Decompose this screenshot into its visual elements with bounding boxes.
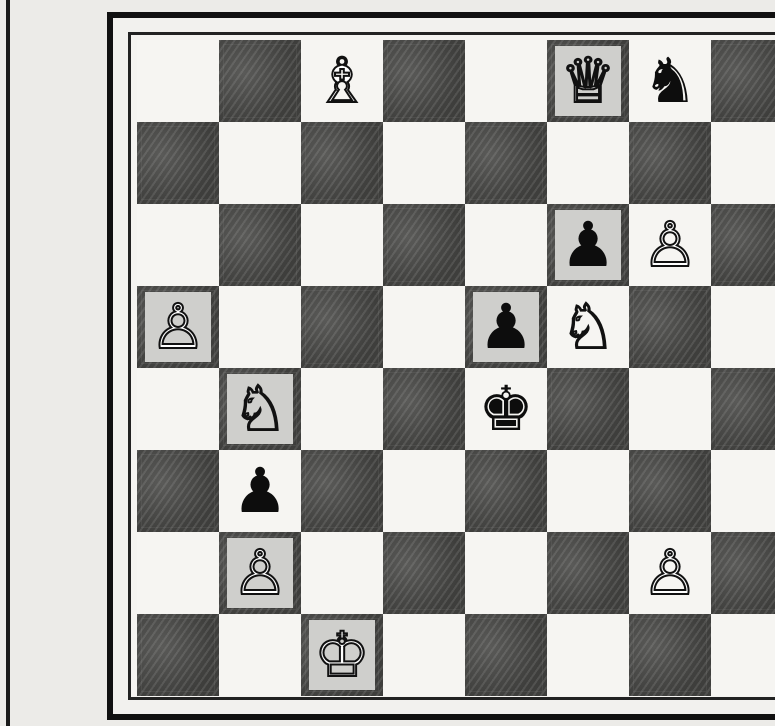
square-b6[interactable] xyxy=(219,204,301,286)
square-b8[interactable] xyxy=(219,40,301,122)
square-f1[interactable] xyxy=(547,614,629,696)
white-bishop-piece-wrap: ♗ xyxy=(314,50,370,112)
square-h3[interactable] xyxy=(711,450,775,532)
square-e5[interactable]: ♟ xyxy=(465,286,547,368)
square-g4[interactable] xyxy=(629,368,711,450)
black-knight-icon[interactable]: ♞ xyxy=(642,50,698,112)
square-e1[interactable] xyxy=(465,614,547,696)
square-d5[interactable] xyxy=(383,286,465,368)
square-h7[interactable] xyxy=(711,122,775,204)
square-h8[interactable] xyxy=(711,40,775,122)
square-h2[interactable] xyxy=(711,532,775,614)
white-pawn-icon[interactable]: ♙ xyxy=(642,542,698,604)
square-f6[interactable]: ♟ xyxy=(547,204,629,286)
black-king-icon[interactable]: ♚ xyxy=(478,378,534,440)
square-h1[interactable] xyxy=(711,614,775,696)
square-b3[interactable]: ♟ xyxy=(219,450,301,532)
square-f2[interactable] xyxy=(547,532,629,614)
square-e7[interactable] xyxy=(465,122,547,204)
square-h4[interactable] xyxy=(711,368,775,450)
black-knight-piece-wrap: ♞ xyxy=(642,50,698,112)
page-edge-line xyxy=(6,0,10,726)
white-queen-icon[interactable]: ♕ xyxy=(560,50,616,112)
white-knight-icon[interactable]: ♘ xyxy=(232,378,288,440)
square-a1[interactable] xyxy=(137,614,219,696)
square-c6[interactable] xyxy=(301,204,383,286)
square-h6[interactable] xyxy=(711,204,775,286)
square-h5[interactable] xyxy=(711,286,775,368)
square-d2[interactable] xyxy=(383,532,465,614)
white-pawn-piece-wrap: ♙ xyxy=(227,538,293,608)
square-b1[interactable] xyxy=(219,614,301,696)
white-pawn-piece-wrap: ♙ xyxy=(145,292,211,362)
square-c5[interactable] xyxy=(301,286,383,368)
square-e8[interactable] xyxy=(465,40,547,122)
square-a7[interactable] xyxy=(137,122,219,204)
square-g2[interactable]: ♙ xyxy=(629,532,711,614)
black-pawn-piece-wrap: ♟ xyxy=(473,292,539,362)
square-a4[interactable] xyxy=(137,368,219,450)
white-knight-icon[interactable]: ♘ xyxy=(560,296,616,358)
square-g3[interactable] xyxy=(629,450,711,532)
square-e2[interactable] xyxy=(465,532,547,614)
black-pawn-icon[interactable]: ♟ xyxy=(232,460,288,522)
white-king-piece-wrap: ♔ xyxy=(309,620,375,690)
square-a5[interactable]: ♙ xyxy=(137,286,219,368)
white-queen-piece-wrap: ♕ xyxy=(555,46,621,116)
square-f8[interactable]: ♕ xyxy=(547,40,629,122)
square-c8[interactable]: ♗ xyxy=(301,40,383,122)
white-king-icon[interactable]: ♔ xyxy=(314,624,370,686)
square-f5[interactable]: ♘ xyxy=(547,286,629,368)
square-f4[interactable] xyxy=(547,368,629,450)
white-knight-piece-wrap: ♘ xyxy=(560,296,616,358)
square-a3[interactable] xyxy=(137,450,219,532)
square-b7[interactable] xyxy=(219,122,301,204)
square-a6[interactable] xyxy=(137,204,219,286)
square-g7[interactable] xyxy=(629,122,711,204)
square-d7[interactable] xyxy=(383,122,465,204)
white-pawn-icon[interactable]: ♙ xyxy=(150,296,206,358)
square-f3[interactable] xyxy=(547,450,629,532)
square-g8[interactable]: ♞ xyxy=(629,40,711,122)
black-king-piece-wrap: ♚ xyxy=(478,378,534,440)
square-c4[interactable] xyxy=(301,368,383,450)
black-pawn-piece-wrap: ♟ xyxy=(232,460,288,522)
square-c7[interactable] xyxy=(301,122,383,204)
square-b2[interactable]: ♙ xyxy=(219,532,301,614)
square-b5[interactable] xyxy=(219,286,301,368)
square-d4[interactable] xyxy=(383,368,465,450)
square-e4[interactable]: ♚ xyxy=(465,368,547,450)
white-bishop-icon[interactable]: ♗ xyxy=(314,50,370,112)
black-pawn-icon[interactable]: ♟ xyxy=(560,214,616,276)
square-g6[interactable]: ♙ xyxy=(629,204,711,286)
square-d3[interactable] xyxy=(383,450,465,532)
square-a2[interactable] xyxy=(137,532,219,614)
square-d1[interactable] xyxy=(383,614,465,696)
chess-board: ♗ ♕ ♞ ♟ ♙ ♙ ♟ ♘ ♘ ♚ ♟ ♙ ♙ ♔ xyxy=(137,40,775,696)
square-d6[interactable] xyxy=(383,204,465,286)
square-c3[interactable] xyxy=(301,450,383,532)
square-f7[interactable] xyxy=(547,122,629,204)
square-g5[interactable] xyxy=(629,286,711,368)
square-g1[interactable] xyxy=(629,614,711,696)
black-pawn-icon[interactable]: ♟ xyxy=(478,296,534,358)
square-e6[interactable] xyxy=(465,204,547,286)
white-pawn-icon[interactable]: ♙ xyxy=(232,542,288,604)
square-b4[interactable]: ♘ xyxy=(219,368,301,450)
square-c1[interactable]: ♔ xyxy=(301,614,383,696)
square-a8[interactable] xyxy=(137,40,219,122)
white-pawn-icon[interactable]: ♙ xyxy=(642,214,698,276)
square-c2[interactable] xyxy=(301,532,383,614)
square-d8[interactable] xyxy=(383,40,465,122)
black-pawn-piece-wrap: ♟ xyxy=(555,210,621,280)
white-pawn-piece-wrap: ♙ xyxy=(642,214,698,276)
square-e3[interactable] xyxy=(465,450,547,532)
white-pawn-piece-wrap: ♙ xyxy=(642,542,698,604)
white-knight-piece-wrap: ♘ xyxy=(227,374,293,444)
